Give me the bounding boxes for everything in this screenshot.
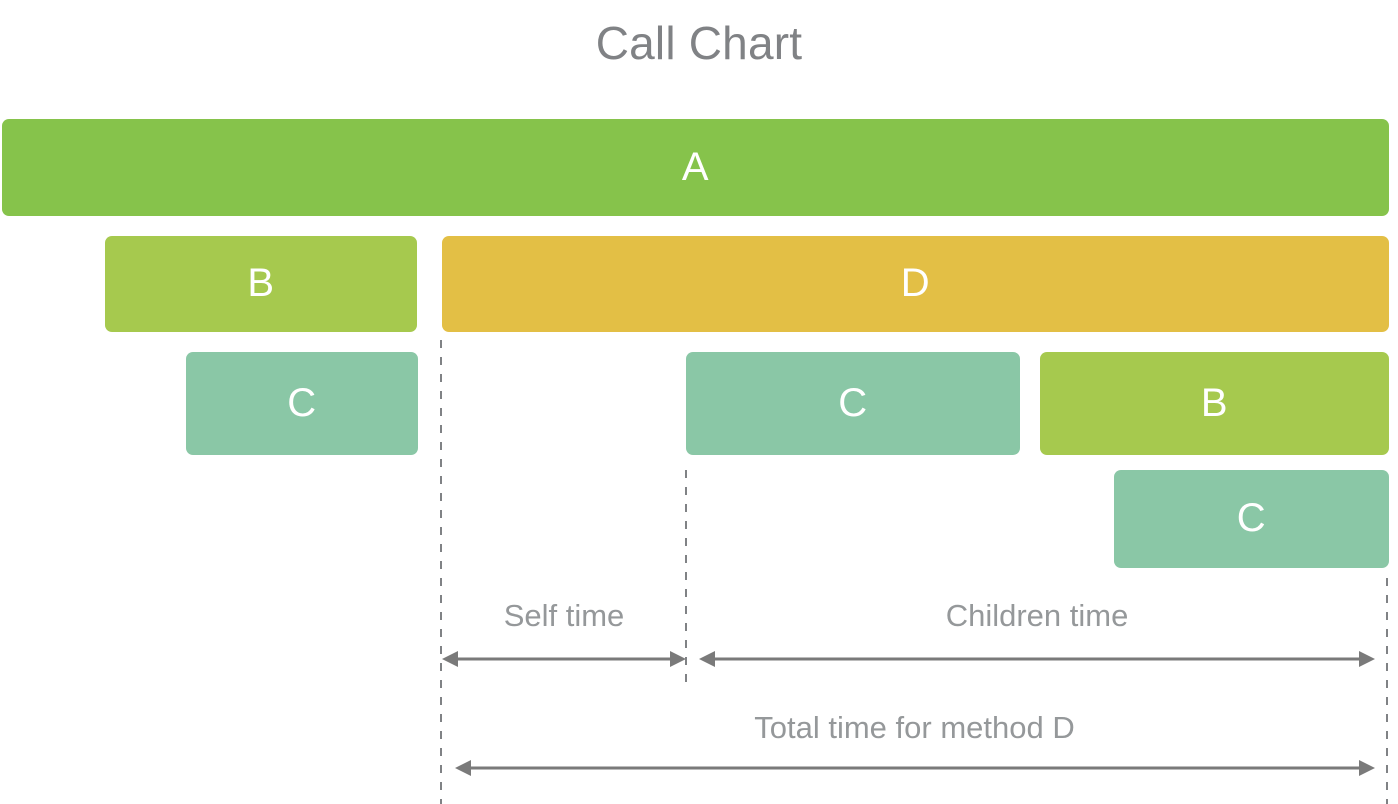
guide-line-self-children-split xyxy=(685,470,687,690)
guide-line-d-start xyxy=(440,340,442,804)
call-bar-label: D xyxy=(900,261,931,305)
call-bar-b-depth1[interactable]: B xyxy=(105,236,417,332)
page-title: Call Chart xyxy=(595,17,803,69)
self-time-label: Self time xyxy=(503,598,625,633)
children-time-arrow xyxy=(699,648,1375,670)
children-time-label: Children time xyxy=(945,598,1129,633)
call-bar-c-right[interactable]: C xyxy=(1114,470,1389,568)
self-time-arrow xyxy=(442,648,686,670)
total-time-label: Total time for method D xyxy=(754,710,1075,745)
call-bar-label: C xyxy=(838,380,868,425)
call-bar-label: B xyxy=(1200,380,1229,425)
call-bar-label: C xyxy=(1236,496,1267,540)
call-bar-label: B xyxy=(247,261,275,305)
call-bar-label: A xyxy=(681,144,710,189)
call-bar-d[interactable]: D xyxy=(442,236,1389,332)
total-time-arrow xyxy=(455,757,1375,779)
call-bar-label: C xyxy=(287,380,317,425)
guide-line-d-end xyxy=(1386,578,1388,804)
call-bar-c-left[interactable]: C xyxy=(186,352,418,455)
call-bar-b-depth2[interactable]: B xyxy=(1040,352,1389,455)
call-bar-c-middle[interactable]: C xyxy=(686,352,1020,455)
call-bar-a[interactable]: A xyxy=(2,119,1389,216)
